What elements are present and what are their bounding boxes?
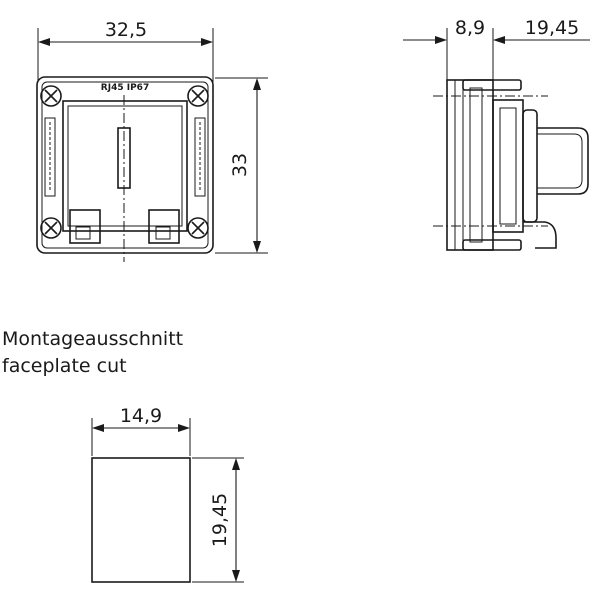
- screw-bottom-left-icon: [40, 217, 62, 239]
- side-depth-a-label: 8,9: [455, 17, 485, 39]
- cutout-title-en: faceplate cut: [2, 355, 127, 377]
- bottom-clips: [69, 209, 180, 244]
- front-height-label: 33: [229, 153, 251, 177]
- front-width-dimension: 32,5: [37, 19, 214, 82]
- side-body: [433, 79, 589, 251]
- screw-top-right-icon: [187, 85, 209, 107]
- center-latch: [117, 95, 131, 262]
- cutout-width-dimension: 14,9: [91, 405, 191, 456]
- cutout-title-de: Montageausschnitt: [2, 328, 183, 350]
- front-plate: [36, 76, 214, 254]
- screw-bottom-right-icon: [187, 217, 209, 239]
- screw-top-left-icon: [40, 85, 62, 107]
- side-depth-dimension: 8,9 19,45: [403, 17, 590, 92]
- cutout-view: 14,9 19,45: [91, 405, 244, 583]
- front-height-dimension: 33: [215, 77, 268, 254]
- side-view: 8,9 19,45: [403, 17, 590, 251]
- model-label: RJ45 IP67: [101, 83, 149, 93]
- cutout-height-dimension: 19,45: [192, 457, 244, 583]
- cutout-height-label: 19,45: [209, 493, 231, 547]
- cutout-caption: Montageausschnitt faceplate cut: [2, 328, 183, 377]
- front-view: 32,5 33: [36, 19, 268, 262]
- cutout-width-label: 14,9: [120, 405, 162, 427]
- front-width-label: 32,5: [105, 19, 147, 41]
- side-depth-b-label: 19,45: [525, 17, 579, 39]
- cutout-rectangle: [91, 457, 191, 583]
